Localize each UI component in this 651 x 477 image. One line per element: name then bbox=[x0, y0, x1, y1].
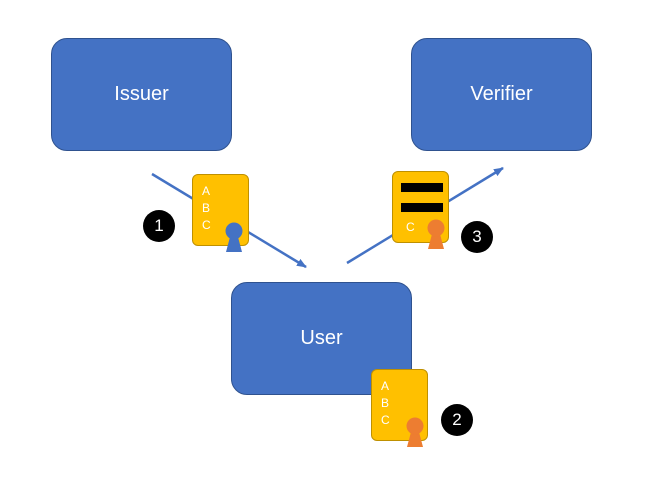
issuer-node: Issuer bbox=[51, 38, 232, 151]
issuer-label: Issuer bbox=[114, 83, 169, 105]
claim-a: A bbox=[381, 379, 390, 393]
user-seal-icon bbox=[406, 417, 424, 447]
issued-credential-card: A B C bbox=[192, 174, 249, 252]
step-number: 3 bbox=[472, 227, 482, 246]
user-seal-icon bbox=[427, 219, 445, 249]
claim-c: C bbox=[406, 220, 415, 234]
claim-b: B bbox=[381, 396, 390, 410]
presented-credential-card: C bbox=[392, 171, 449, 249]
claim-b: B bbox=[202, 201, 211, 215]
credential-claims: A B C bbox=[381, 378, 390, 429]
step-2-badge: 2 bbox=[441, 404, 473, 436]
credential-claims: A B C bbox=[202, 183, 211, 234]
step-number: 1 bbox=[154, 216, 164, 235]
claim-a: A bbox=[202, 184, 211, 198]
held-credential-card: A B C bbox=[371, 369, 428, 447]
issuer-seal-icon bbox=[225, 222, 243, 252]
verifier-label: Verifier bbox=[470, 83, 533, 105]
claim-c: C bbox=[202, 218, 211, 232]
redaction-bar bbox=[401, 203, 443, 212]
redaction-bar bbox=[401, 183, 443, 192]
step-1-badge: 1 bbox=[143, 210, 175, 242]
step-number: 2 bbox=[452, 410, 462, 429]
user-label: User bbox=[300, 327, 343, 349]
verifier-node: Verifier bbox=[411, 38, 592, 151]
step-3-badge: 3 bbox=[461, 221, 493, 253]
claim-c: C bbox=[381, 413, 390, 427]
